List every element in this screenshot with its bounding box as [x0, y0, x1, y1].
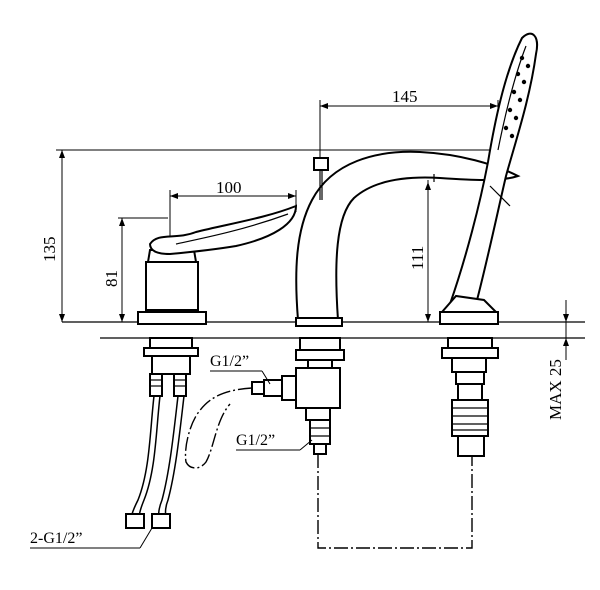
mixer-shank	[143, 337, 199, 397]
max-deck-thickness-label: MAX 25	[546, 359, 565, 420]
dimension-max-deck-thickness	[563, 300, 569, 360]
hand-shower	[448, 32, 538, 305]
spout-height-label: 111	[408, 246, 427, 270]
overall-height-label: 135	[40, 237, 59, 263]
diverter-inlet-label: G1/2”	[210, 353, 249, 370]
diverter-outlet-label: G1/2”	[236, 432, 275, 449]
connecting-hose	[184, 387, 473, 549]
spray-nozzles	[503, 55, 531, 139]
dimension-overall-height	[56, 149, 500, 322]
lever-handle	[148, 204, 298, 256]
spout	[295, 150, 521, 327]
callout-diverter-outlet	[236, 439, 313, 451]
dimension-spout-height	[425, 180, 431, 322]
supply-hoses	[125, 395, 185, 529]
callout-diverter-inlet	[210, 370, 271, 385]
spout-reach-label: 145	[392, 87, 418, 106]
callout-supply-hoses	[30, 527, 153, 549]
handle-height-label: 81	[102, 270, 121, 287]
supply-hoses-label: 2-G1/2”	[30, 530, 82, 547]
lever-length-label: 100	[216, 178, 242, 197]
mixer-body	[137, 249, 207, 325]
shower-hose	[451, 383, 489, 457]
hand-shower-holder	[439, 294, 499, 385]
pull-rod	[313, 157, 329, 200]
diverter-block	[251, 367, 341, 455]
dimension-handle-height	[118, 217, 168, 322]
spout-shank	[295, 337, 345, 371]
